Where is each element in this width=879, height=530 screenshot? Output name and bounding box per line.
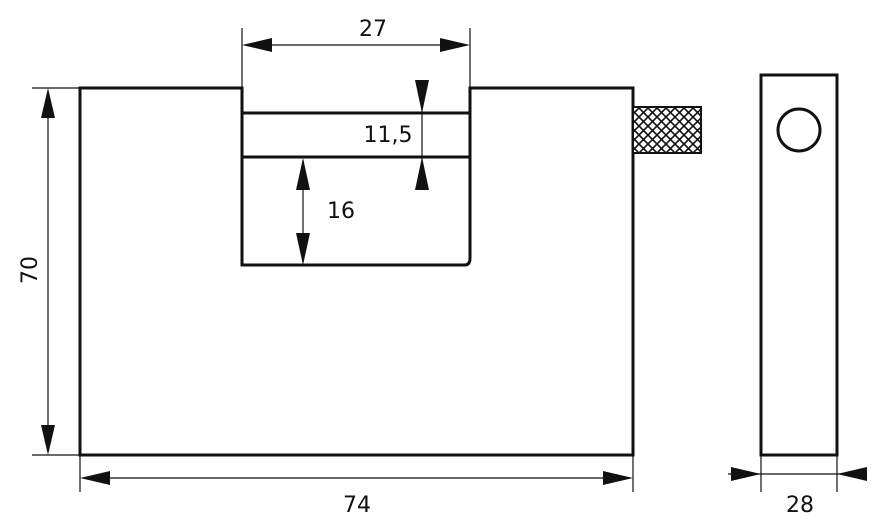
dimension-label-16: 16: [327, 199, 355, 224]
side-body-outline: [759, 73, 839, 457]
key-knurl: [632, 106, 702, 154]
dimension-body-width: 74: [79, 455, 634, 518]
dimension-label-11-5: 11,5: [364, 123, 413, 148]
front-view: [78, 86, 702, 457]
side-view: [759, 73, 839, 457]
dimension-shackle-width: 27: [241, 17, 471, 88]
padlock-body-outline: [78, 86, 635, 457]
shackle-bar: [240, 111, 472, 159]
dimension-label-70: 70: [18, 256, 43, 284]
keyhole-circle: [776, 107, 822, 153]
dimension-shackle-clearance: 16: [296, 158, 355, 265]
dimension-label-74: 74: [343, 493, 371, 518]
dimension-shackle-thickness: 11,5: [364, 80, 429, 190]
dimension-label-28: 28: [786, 493, 814, 518]
dimension-label-27: 27: [359, 17, 387, 42]
dimension-body-height: 70: [18, 87, 80, 456]
dimension-body-depth: 28: [728, 455, 867, 518]
